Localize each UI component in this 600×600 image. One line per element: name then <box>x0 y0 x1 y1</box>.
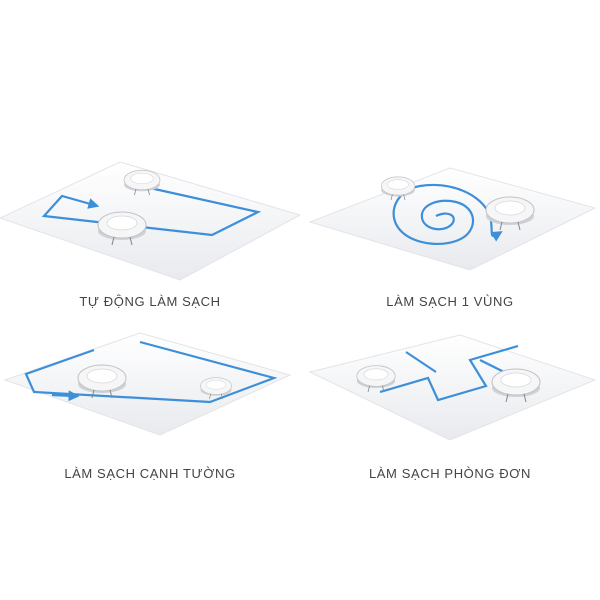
single-room-illustration <box>308 334 597 441</box>
room-path <box>379 344 519 402</box>
floor-plane <box>308 334 597 441</box>
mode-label: LÀM SẠCH PHÒNG ĐƠN <box>368 466 532 481</box>
mode-panel-spot: LÀM SẠCH 1 VÙNG <box>300 130 600 430</box>
mode-panel-edge: LÀM SẠCH CẠNH TƯỜNG <box>0 300 300 600</box>
mode-label: LÀM SẠCH CẠNH TƯỜNG <box>64 466 236 481</box>
path-arrow-icon <box>51 390 80 402</box>
edge-cleaning-illustration <box>3 332 292 436</box>
spiral-path <box>392 183 503 245</box>
floor-plane <box>308 167 597 271</box>
floor-plane <box>0 161 300 281</box>
room-wall-line <box>405 351 437 373</box>
mode-label: LÀM SẠCH 1 VÙNG <box>386 294 514 309</box>
mode-panel-auto: TỰ ĐỘNG LÀM SẠCH <box>0 130 300 430</box>
auto-cleaning-illustration <box>0 161 300 281</box>
spot-cleaning-illustration <box>308 167 597 271</box>
mode-panel-single-room: LÀM SẠCH PHÒNG ĐƠN <box>300 300 600 600</box>
floor-plane <box>3 332 292 436</box>
wall-path <box>24 340 278 404</box>
mode-label: TỰ ĐỘNG LÀM SẠCH <box>79 294 221 309</box>
